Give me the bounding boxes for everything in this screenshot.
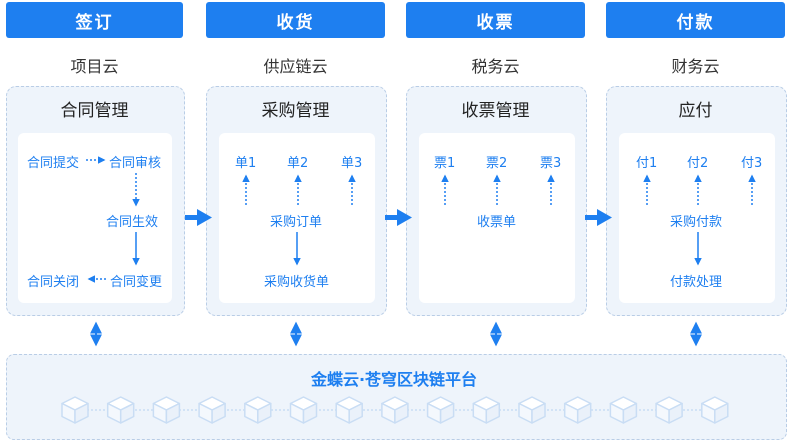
cloud-tax: 税务云 — [471, 57, 520, 76]
header-receive-goods: 收货 — [206, 2, 385, 38]
block-cube-icon — [198, 396, 226, 424]
chain-blocks — [61, 396, 729, 424]
cloud-supply-chain: 供应链云 — [263, 57, 328, 76]
block-cube-icon — [335, 396, 363, 424]
label-contract-close: 合同关闭 — [27, 275, 80, 290]
label-purchase-item1: 单1 — [235, 156, 257, 171]
label-payable-item1: 付1 — [636, 156, 658, 171]
label-payable-processing: 付款处理 — [670, 275, 723, 290]
arrow-contract-to-purchase — [185, 209, 212, 226]
block-cube-icon — [381, 396, 409, 424]
cloud-project: 项目云 — [70, 57, 119, 76]
label-purchase-order: 采购订单 — [270, 215, 323, 230]
label-invoice-item2: 票2 — [486, 156, 508, 171]
header-sign: 签订 — [6, 2, 183, 38]
block-cube-icon — [472, 396, 501, 424]
label-payable-item2: 付2 — [687, 156, 709, 171]
label-contract-submit: 合同提交 — [27, 156, 80, 171]
label-invoice-item3: 票3 — [540, 156, 562, 171]
label-purchase-receipt: 采购收货单 — [264, 275, 330, 290]
block-cube-icon — [61, 396, 89, 424]
label-purchase-item2: 单2 — [287, 156, 309, 171]
label-contract-change: 合同变更 — [110, 275, 163, 290]
platform-title: 金蝶云·苍穹区块链平台 — [310, 370, 478, 389]
arrow-invoice-to-payable — [585, 209, 612, 226]
panel-title-contract: 合同管理 — [60, 101, 129, 121]
label-payable-item3: 付3 — [741, 156, 763, 171]
block-cube-icon — [563, 396, 592, 424]
arrow-purchase-to-invoice — [385, 209, 412, 226]
block-cube-icon — [609, 396, 638, 424]
block-cube-icon — [426, 396, 455, 424]
panel-title-payable: 应付 — [678, 101, 713, 121]
inner-payable — [619, 133, 775, 303]
block-cube-icon — [152, 396, 181, 424]
block-cube-icon — [106, 396, 135, 424]
block-cube-icon — [701, 396, 729, 424]
label-payable-payment: 采购付款 — [670, 215, 723, 230]
block-cube-icon — [655, 396, 683, 424]
block-cube-icon — [289, 396, 318, 424]
header-receive-invoice: 收票 — [406, 2, 585, 38]
header-payment: 付款 — [606, 2, 785, 38]
label-contract-effective: 合同生效 — [106, 215, 159, 230]
label-purchase-item3: 单3 — [341, 156, 363, 171]
block-cube-icon — [518, 396, 546, 424]
inner-invoice — [419, 133, 575, 303]
inner-purchase — [219, 133, 375, 303]
block-cube-icon — [244, 396, 272, 424]
panel-title-invoice: 收票管理 — [461, 101, 530, 121]
label-invoice-doc: 收票单 — [477, 215, 517, 230]
label-contract-review: 合同审核 — [109, 156, 162, 171]
panel-title-purchase: 采购管理 — [261, 101, 330, 121]
cloud-finance: 财务云 — [671, 57, 720, 76]
inner-contract — [18, 133, 172, 303]
label-invoice-item1: 票1 — [434, 156, 456, 171]
